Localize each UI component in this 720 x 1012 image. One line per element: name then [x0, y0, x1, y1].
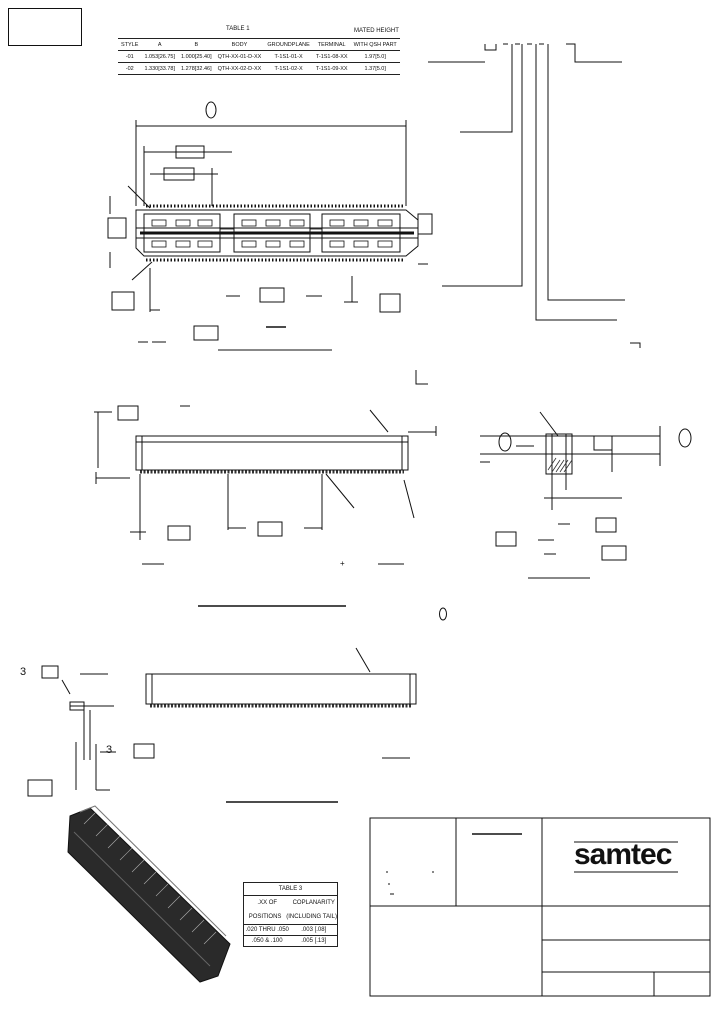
table-1-grid: STYLE A B BODY GROUNDPLANE TERMINAL WITH…: [118, 38, 400, 75]
t1-cell: 1.97[5.0]: [350, 50, 400, 63]
t1-cell: 1.278[32.46]: [178, 62, 215, 75]
connector-3d-view: [67, 805, 231, 983]
bottom-view: [145, 647, 417, 803]
table-row: .050 & .100 .005 [.13]: [244, 935, 337, 946]
t3-subheader-1: (INCLUDING TAIL): [286, 914, 337, 920]
t1-cell: 1.37[5.0]: [350, 62, 400, 75]
front-view: [94, 405, 437, 607]
t1-cell: QTH-XX-01-D-XX: [214, 50, 265, 63]
t1-header-6: WITH QSH PART: [350, 38, 400, 51]
part-number-callout: [428, 43, 641, 348]
table-row: -02 1.330[33.78] 1.278[32.46] QTH-XX-02-…: [118, 62, 400, 75]
t3-subheader-0: POSITIONS: [248, 914, 282, 920]
end-view: [27, 665, 410, 797]
t1-cell: QTH-XX-02-D-XX: [214, 62, 265, 75]
table-1-mated-header: MATED HEIGHT: [354, 28, 399, 34]
t3-cell: .003 [.08]: [301, 927, 327, 933]
t1-cell: -01: [118, 50, 142, 63]
side-view: [480, 411, 692, 579]
table-3: TABLE 3 .XX OF COPLANARITY POSITIONS (IN…: [243, 882, 338, 947]
samtec-logo: samtec: [574, 838, 672, 871]
t1-cell: T-1S1-09-XX: [312, 62, 351, 75]
t1-cell: 1.000[25.40]: [178, 50, 215, 63]
num-label-3a: 3: [20, 666, 27, 678]
table-3-title: TABLE 3: [278, 886, 303, 892]
t3-cell: .005 [.13]: [301, 938, 327, 944]
top-view: [107, 101, 433, 351]
t1-header-2: B: [178, 38, 215, 51]
t1-cell: T-1S1-08-XX: [312, 50, 351, 63]
title-block: [369, 817, 711, 997]
t3-header-0: .XX OF: [257, 900, 278, 906]
corner-mark: [415, 370, 428, 385]
num-label-3b: 3: [106, 744, 113, 756]
t1-cell: 1.330[33.78]: [141, 62, 179, 75]
t3-cell: .020 THRU .050: [245, 927, 289, 933]
t1-cell: T-1S1-02-X: [264, 62, 313, 75]
t1-cell: T-1S1-01-X: [264, 50, 313, 63]
t1-header-3: BODY: [214, 38, 265, 51]
table-1: TABLE 1 MATED HEIGHT STYLE A B BODY GROU…: [118, 22, 400, 75]
view-marker: [439, 607, 447, 621]
plus-symbol: +: [340, 559, 345, 568]
t1-header-0: STYLE: [118, 38, 142, 51]
corner-box: [8, 8, 82, 46]
t3-header-1: COPLANARITY: [292, 900, 335, 906]
table-row: .020 THRU .050 .003 [.08]: [244, 924, 337, 935]
t1-cell: -02: [118, 62, 142, 75]
t1-header-4: GROUNDPLANE: [264, 38, 313, 51]
table-1-title: TABLE 1: [226, 26, 250, 32]
t1-header-1: A: [141, 38, 179, 51]
t1-cell: 1.053[26.75]: [141, 50, 179, 63]
t3-cell: .050 & .100: [251, 938, 283, 944]
t1-header-5: TERMINAL: [312, 38, 351, 51]
table-row: -01 1.053[26.75] 1.000[25.40] QTH-XX-01-…: [118, 50, 400, 63]
